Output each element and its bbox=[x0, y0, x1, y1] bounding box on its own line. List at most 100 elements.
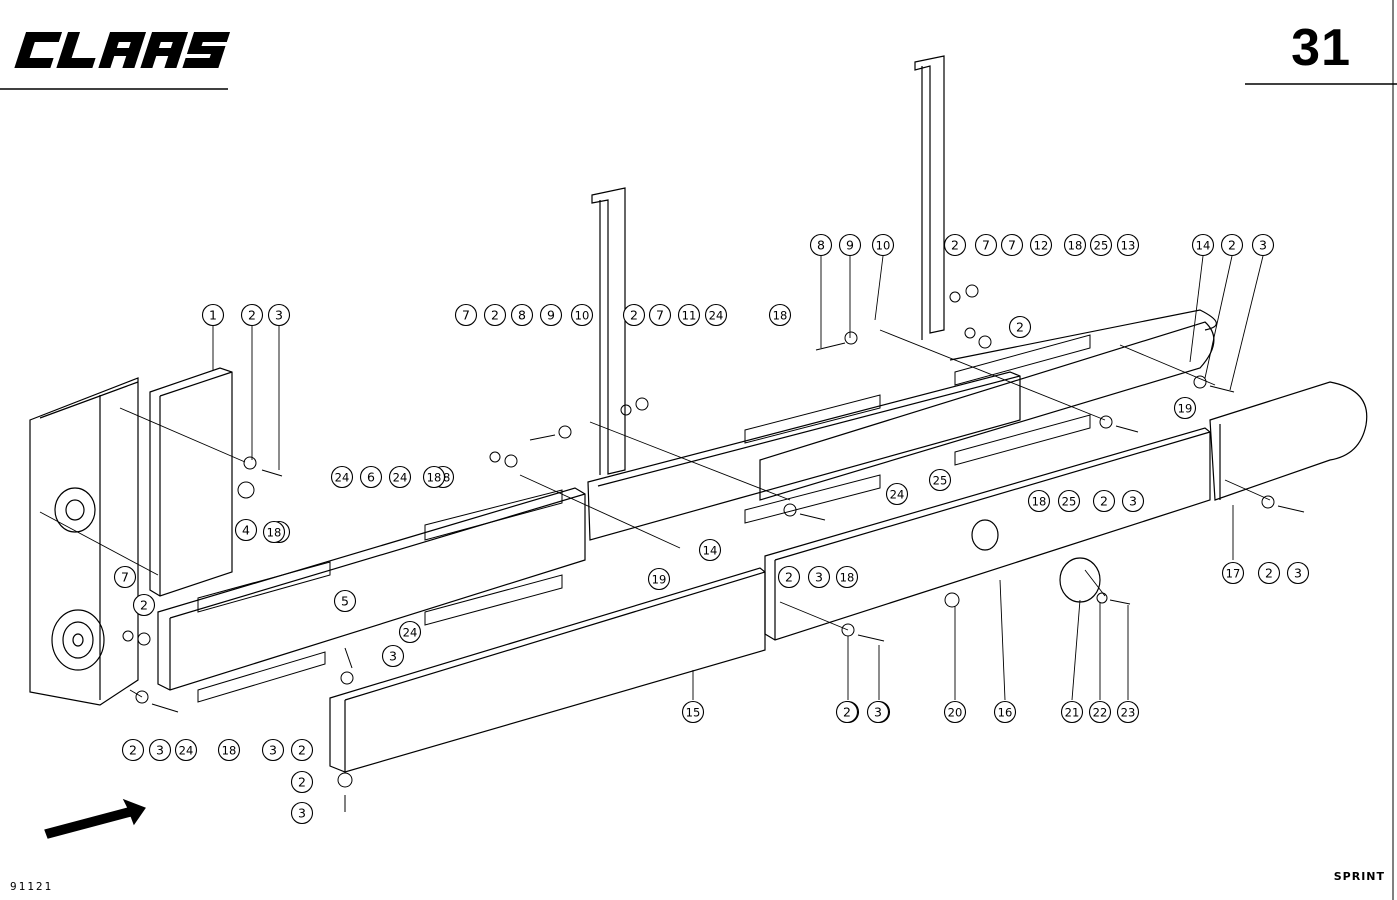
callout-circle bbox=[217, 738, 241, 762]
callout-circle bbox=[454, 303, 478, 327]
callout-18: 18 bbox=[422, 465, 446, 489]
callout-label: 18 bbox=[427, 471, 442, 485]
callout-circle bbox=[1092, 489, 1116, 513]
callout-18: 18 bbox=[262, 520, 286, 544]
callout-19: 19 bbox=[1173, 396, 1197, 420]
callout-circle bbox=[885, 482, 909, 506]
lower-cover-15 bbox=[329, 567, 766, 773]
callout-label: 7 bbox=[656, 308, 664, 323]
callout-2: 2 bbox=[132, 593, 156, 617]
callout-label: 8 bbox=[518, 308, 526, 323]
callout-7: 7 bbox=[1000, 233, 1024, 257]
callout-group: 1232341872324183224624185324237289102711… bbox=[113, 233, 1310, 825]
callout-5: 5 bbox=[333, 589, 357, 613]
callout-label: 7 bbox=[1008, 238, 1016, 253]
callout-circle bbox=[681, 700, 705, 724]
callout-18: 18 bbox=[768, 303, 792, 327]
callout-2: 2 bbox=[483, 303, 507, 327]
end-cap-17 bbox=[1209, 381, 1368, 501]
callout-18: 18 bbox=[217, 738, 241, 762]
callout-circle bbox=[1027, 489, 1051, 513]
callout-10: 10 bbox=[570, 303, 594, 327]
callout-3: 3 bbox=[1286, 561, 1310, 585]
callout-circle bbox=[943, 233, 967, 257]
callout-label: 5 bbox=[341, 594, 349, 609]
callout-label: 3 bbox=[815, 570, 823, 585]
callout-circle bbox=[1191, 233, 1215, 257]
callout-25: 25 bbox=[1057, 489, 1081, 513]
callout-label: 2 bbox=[298, 775, 306, 790]
callout-label: 16 bbox=[998, 706, 1013, 720]
callout-18: 18 bbox=[835, 565, 859, 589]
callout-2: 2 bbox=[1092, 489, 1116, 513]
callout-circle bbox=[835, 565, 859, 589]
callout-label: 18 bbox=[1068, 239, 1083, 253]
callout-4: 4 bbox=[234, 518, 258, 542]
callout-circle bbox=[866, 700, 890, 724]
fasteners bbox=[122, 284, 1305, 812]
callout-7: 7 bbox=[454, 303, 478, 327]
callout-leaders bbox=[212, 255, 1264, 701]
callout-18: 18 bbox=[1027, 489, 1051, 513]
callout-circle bbox=[388, 465, 412, 489]
callout-16: 16 bbox=[993, 700, 1017, 724]
callout-2: 2 bbox=[121, 738, 145, 762]
callout-label: 3 bbox=[1294, 566, 1302, 581]
callout-circle bbox=[510, 303, 534, 327]
callout-label: 3 bbox=[269, 743, 277, 758]
callout-2: 2 bbox=[240, 303, 264, 327]
callout-3: 3 bbox=[267, 303, 291, 327]
callout-circle bbox=[359, 465, 383, 489]
callout-2: 2 bbox=[290, 770, 314, 794]
callout-8: 8 bbox=[510, 303, 534, 327]
callout-circle bbox=[333, 589, 357, 613]
callout-21: 21 bbox=[1060, 700, 1084, 724]
callout-circle bbox=[677, 303, 701, 327]
callout-2: 2 bbox=[1257, 561, 1281, 585]
callout-24: 24 bbox=[388, 465, 412, 489]
callout-circle bbox=[330, 465, 354, 489]
callout-circle bbox=[807, 565, 831, 589]
callout-circle bbox=[539, 303, 563, 327]
callout-8: 8 bbox=[809, 233, 833, 257]
callout-label: 4 bbox=[242, 523, 250, 538]
callout-circle bbox=[647, 567, 671, 591]
callout-circle bbox=[132, 593, 156, 617]
callout-circle bbox=[943, 700, 967, 724]
callout-circle bbox=[1008, 315, 1032, 339]
callout-19: 19 bbox=[647, 567, 671, 591]
callout-3: 3 bbox=[261, 738, 285, 762]
callout-3: 3 bbox=[807, 565, 831, 589]
callout-6: 6 bbox=[359, 465, 383, 489]
callout-circle bbox=[1088, 700, 1112, 724]
callout-label: 25 bbox=[933, 474, 948, 488]
callout-label: 18 bbox=[222, 744, 237, 758]
callout-circle bbox=[838, 233, 862, 257]
main-beam-center bbox=[587, 371, 1021, 541]
callout-circle bbox=[483, 303, 507, 327]
callout-label: 2 bbox=[630, 308, 638, 323]
callout-label: 14 bbox=[703, 544, 718, 558]
callout-2: 2 bbox=[622, 303, 646, 327]
callout-circle bbox=[267, 303, 291, 327]
callout-label: 2 bbox=[1016, 320, 1024, 335]
callout-24: 24 bbox=[330, 465, 354, 489]
callout-label: 25 bbox=[1094, 239, 1109, 253]
callout-2: 2 bbox=[290, 738, 314, 762]
callout-1: 1 bbox=[201, 303, 225, 327]
callout-circle bbox=[570, 303, 594, 327]
callout-label: 2 bbox=[298, 743, 306, 758]
callout-circle bbox=[1220, 233, 1244, 257]
callout-24: 24 bbox=[704, 303, 728, 327]
callout-circle bbox=[290, 770, 314, 794]
document-id: 91121 bbox=[10, 880, 54, 893]
callout-14: 14 bbox=[698, 538, 722, 562]
callout-label: 10 bbox=[575, 309, 590, 323]
callout-circle bbox=[174, 738, 198, 762]
callout-2: 2 bbox=[1008, 315, 1032, 339]
callout-circle bbox=[1116, 233, 1140, 257]
direction-arrow-icon bbox=[44, 798, 146, 839]
callout-label: 2 bbox=[1228, 238, 1236, 253]
callout-11: 11 bbox=[677, 303, 701, 327]
